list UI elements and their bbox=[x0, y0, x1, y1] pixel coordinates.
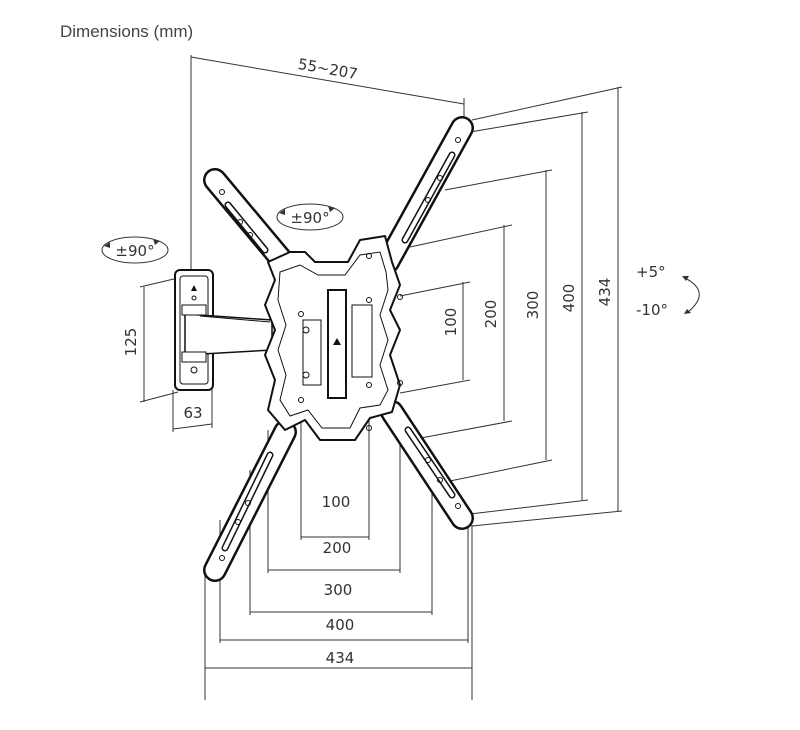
depth-dimension: 55~207 bbox=[190, 55, 465, 272]
wall-rotate-label: ±90° bbox=[115, 242, 154, 260]
rotate-arrow-icon bbox=[104, 239, 160, 248]
wall-width-label: 63 bbox=[183, 404, 202, 422]
v300-label: 300 bbox=[524, 291, 542, 320]
wall-height-label: 125 bbox=[122, 328, 140, 357]
depth-label: 55~207 bbox=[297, 55, 360, 83]
center-plate bbox=[264, 235, 401, 441]
plate-rotate-label: ±90° bbox=[290, 209, 329, 227]
mounting-holes bbox=[219, 137, 461, 561]
up-arrow-icon bbox=[333, 338, 341, 345]
h434-label: 434 bbox=[326, 649, 355, 667]
v200-label: 200 bbox=[482, 300, 500, 329]
wall-rotation-badge: ±90° bbox=[101, 236, 169, 264]
vertical-dimensions: 100 200 300 400 434 bbox=[399, 86, 623, 527]
h300-label: 300 bbox=[324, 581, 353, 599]
horizontal-dimensions: 100 200 300 400 434 bbox=[204, 395, 473, 700]
plate-rotation-badge: ±90° bbox=[276, 203, 344, 231]
tilt-arrow-icon bbox=[684, 277, 700, 313]
wall-plate-dimensions: 125 63 bbox=[122, 277, 213, 432]
h400-label: 400 bbox=[326, 616, 355, 634]
swing-arm bbox=[181, 304, 273, 363]
v100-label: 100 bbox=[442, 308, 460, 337]
rotate-arrow-icon bbox=[279, 206, 335, 215]
center-slot bbox=[327, 289, 347, 399]
v400-label: 400 bbox=[560, 284, 578, 313]
tilt-down-label: -10° bbox=[636, 301, 668, 319]
v434-label: 434 bbox=[596, 278, 614, 307]
diagram-title: Dimensions (mm) bbox=[60, 22, 194, 41]
h100-label: 100 bbox=[322, 493, 351, 511]
h200-label: 200 bbox=[323, 539, 352, 557]
tilt-indicator: +5° -10° bbox=[636, 263, 700, 319]
tilt-up-label: +5° bbox=[636, 263, 666, 281]
vesa-bracket bbox=[203, 116, 474, 582]
